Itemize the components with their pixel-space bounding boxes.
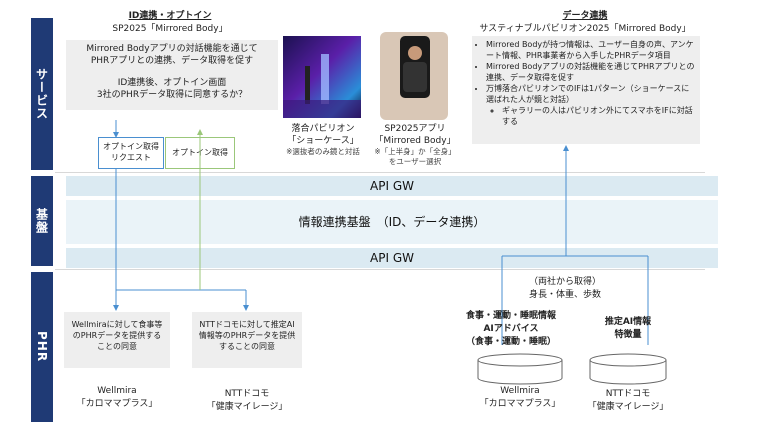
datalink-subtitle: サスティナブルパビリオン2025「Mirrored Body」 bbox=[479, 24, 691, 34]
consent-wellmira-box: Wellmiraに対して食事等のPHRデータを提供することの同意 bbox=[64, 312, 170, 368]
showcase-caption: 落合パビリオン 「ショーケース」 ※選抜者のみ鏡と対話 bbox=[278, 123, 368, 157]
app-caption: SP2025アプリ 「Mirrored Body」 ※「上半身」か「全身」 をユ… bbox=[370, 123, 460, 167]
api-gw-top: API GW bbox=[66, 176, 718, 196]
optin-title: ID連携・オプトイン bbox=[128, 11, 212, 21]
docomo-name: NTTドコモ bbox=[224, 389, 270, 399]
wellmira-name: Wellmira bbox=[97, 386, 137, 396]
app-photo bbox=[380, 32, 448, 120]
docomo-app: 「健康マイレージ」 bbox=[206, 402, 288, 412]
database-docomo bbox=[589, 353, 667, 385]
divider bbox=[55, 269, 705, 270]
section-service: サービス bbox=[31, 18, 53, 170]
wellmira-data-line: 食事・運動・睡眠情報 bbox=[465, 311, 556, 321]
showcase-label: 落合パビリオン bbox=[291, 124, 355, 134]
showcase-note: ※選抜者のみ鏡と対話 bbox=[286, 147, 360, 156]
datalink-bullet: 万博落合パビリオンでのIFは1パターン（ショーケースに選ばれた人が鏡と対話） bbox=[486, 83, 696, 105]
showcase-label: 「ショーケース」 bbox=[287, 136, 359, 146]
database-wellmira bbox=[477, 353, 563, 385]
optin-subtitle: SP2025「Mirrored Body」 bbox=[112, 24, 228, 34]
docomo-data-label: 推定AI情報 特徴量 bbox=[590, 316, 666, 342]
docomo-data-line: 特徴量 bbox=[614, 330, 642, 340]
docomo-label: NTTドコモ 「健康マイレージ」 bbox=[192, 386, 302, 412]
cyl-docomo-name: NTTドコモ bbox=[605, 389, 651, 399]
datalink-bullet: Mirrored Bodyアプリの対話機能を通じてPHRアプリとの連携、データ取… bbox=[486, 61, 696, 83]
cyl-wellmira-name: Wellmira bbox=[500, 386, 540, 396]
optin-request-line: リクエスト bbox=[111, 153, 151, 162]
cyl-docomo-app: 「健康マイレージ」 bbox=[587, 402, 669, 412]
datalink-title: データ連携 bbox=[562, 11, 608, 21]
docomo-data-line: 推定AI情報 bbox=[604, 317, 652, 327]
app-label: 「Mirrored Body」 bbox=[374, 136, 456, 146]
consent-docomo-text: NTTドコモに対して推定AI情報等のPHRデータを提供することの同意 bbox=[198, 320, 296, 351]
optin-description-box: Mirrored Bodyアプリの対話機能を通じて PHRアプリとの連携、データ… bbox=[66, 40, 278, 110]
app-label: SP2025アプリ bbox=[384, 124, 446, 134]
wellmira-label: Wellmira 「カロママプラス」 bbox=[64, 386, 170, 409]
optin-desc-line: PHRアプリとの連携、データ取得を促す bbox=[90, 56, 254, 66]
optin-request-line: オプトイン取得 bbox=[103, 142, 159, 151]
section-phr: PHR bbox=[31, 272, 53, 422]
datalink-subbullet: ギャラリーの人はパビリオン外にてスマホをIFに対話する bbox=[502, 105, 696, 127]
optin-question-line: 3社のPHRデータ取得に同意するか？ bbox=[96, 90, 248, 100]
divider bbox=[55, 172, 705, 173]
consent-wellmira-text: Wellmiraに対して食事等のPHRデータを提供することの同意 bbox=[71, 320, 163, 351]
optin-question-line: ID連携後、オプトイン画面 bbox=[117, 78, 227, 88]
platform-core: 情報連携基盤 （ID、データ連携） bbox=[66, 200, 718, 244]
wellmira-data-label: 食事・運動・睡眠情報 AIアドバイス （食事・運動・睡眠） bbox=[446, 310, 576, 349]
cyl-wellmira-label: Wellmira 「カロママプラス」 bbox=[470, 386, 570, 409]
wellmira-data-line: （食事・運動・睡眠） bbox=[465, 337, 556, 347]
cyl-wellmira-app: 「カロママプラス」 bbox=[479, 399, 561, 409]
app-note: ※「上半身」か「全身」 bbox=[374, 147, 456, 156]
datalink-header: データ連携 サスティナブルパビリオン2025「Mirrored Body」 bbox=[470, 8, 700, 34]
showcase-photo bbox=[283, 36, 361, 118]
consent-docomo-box: NTTドコモに対して推定AI情報等のPHRデータを提供することの同意 bbox=[192, 312, 302, 368]
datalink-bullet: Mirrored Bodyが持つ情報は、ユーザー自身の声、アンケート情報、PHR… bbox=[486, 39, 696, 61]
optin-header: ID連携・オプトイン SP2025「Mirrored Body」 bbox=[95, 8, 245, 34]
wellmira-app: 「カロママプラス」 bbox=[76, 399, 158, 409]
optin-desc-line: Mirrored Bodyアプリの対話機能を通じて bbox=[86, 44, 258, 54]
wellmira-data-line: AIアドバイス bbox=[483, 324, 539, 334]
shared-data-items: 身長・体重、歩数 bbox=[528, 290, 601, 300]
api-gw-bottom: API GW bbox=[66, 248, 718, 268]
shared-data-note: （両社から取得） bbox=[528, 277, 601, 287]
app-note: をユーザー選択 bbox=[388, 157, 442, 166]
shared-data-label: （両社から取得） 身長・体重、歩数 bbox=[510, 274, 620, 300]
cyl-docomo-label: NTTドコモ 「健康マイレージ」 bbox=[582, 386, 674, 412]
optin-request-box: オプトイン取得 リクエスト bbox=[98, 137, 164, 169]
datalink-box: Mirrored Bodyが持つ情報は、ユーザー自身の声、アンケート情報、PHR… bbox=[472, 36, 700, 144]
section-platform: 基盤 bbox=[31, 176, 53, 266]
